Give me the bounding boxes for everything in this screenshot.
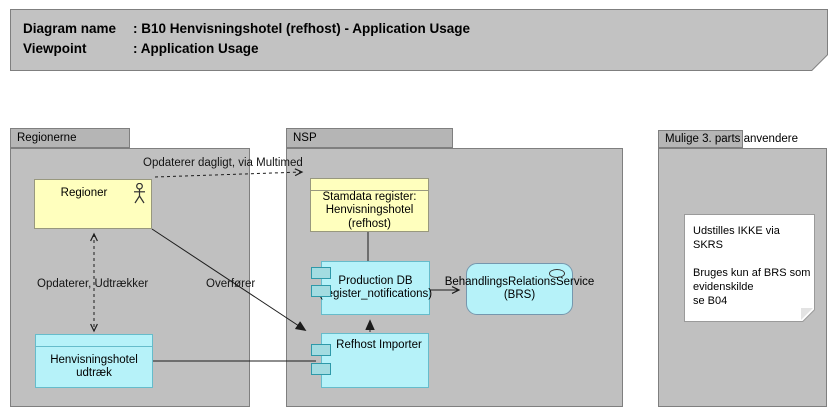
interface-icon <box>549 269 565 278</box>
title-row-diagram-name: Diagram name : B10 Henvisningshotel (ref… <box>23 19 827 39</box>
node-regioner[interactable]: Regioner <box>34 179 152 229</box>
node-stamdata-header-band <box>311 179 428 191</box>
group-label-third-party: Mulige 3. parts anvendere <box>665 133 798 145</box>
group-tab-nsp[interactable]: NSP <box>286 128 453 148</box>
note-line-1: Udstilles IKKE via SKRS <box>693 225 780 251</box>
component-icon <box>311 344 331 356</box>
node-udtraek-header-band <box>36 335 152 347</box>
note[interactable]: Udstilles IKKE via SKRS Bruges kun af BR… <box>684 214 815 322</box>
node-production-db-label: Production DB (register_notifications) <box>318 274 433 301</box>
title-value-viewpoint: : Application Usage <box>133 41 259 56</box>
title-value-diagram-name: : B10 Henvisningshotel (refhost) - Appli… <box>133 21 471 36</box>
node-stamdata-register[interactable]: Stamdata register: Henvisningshotel (ref… <box>310 178 429 232</box>
node-refhost-importer-label: Refhost Importer <box>336 339 422 351</box>
edge-label-transfer: Overfører <box>206 278 256 290</box>
group-tab-third-party[interactable]: Mulige 3. parts anvendere <box>658 130 798 148</box>
component-icon <box>311 363 331 375</box>
group-tab-regionerne[interactable]: Regionerne <box>10 128 130 148</box>
node-brs-label: BehandlingsRelationsService (BRS) <box>444 275 595 302</box>
title-row-viewpoint: Viewpoint : Application Usage <box>23 39 827 59</box>
note-line-2: Bruges kun af BRS som evidenskilde <box>693 267 811 293</box>
node-refhost-importer[interactable]: Refhost Importer <box>321 333 429 388</box>
edge-label-daily-update: Opdaterer dagligt, via Multimed <box>143 157 303 169</box>
note-line-3: se B04 <box>693 295 728 307</box>
node-udtraek-label: Henvisningshotel udtræk <box>50 353 138 380</box>
title-label-diagram-name: Diagram name <box>23 21 117 36</box>
component-icon <box>311 267 331 279</box>
node-stamdata-label: Stamdata register: Henvisningshotel (ref… <box>322 190 417 230</box>
diagram-title-box: Diagram name : B10 Henvisningshotel (ref… <box>10 9 828 71</box>
title-label-viewpoint: Viewpoint <box>23 41 87 56</box>
diagram-title-inner: Diagram name : B10 Henvisningshotel (ref… <box>11 10 827 70</box>
component-icon <box>311 285 331 297</box>
edge-label-update-extract: Opdaterer, Udtrækker <box>37 278 149 290</box>
node-regioner-label: Regioner <box>60 187 108 199</box>
node-production-db[interactable]: Production DB (register_notifications) <box>318 261 433 315</box>
note-body: Udstilles IKKE via SKRS Bruges kun af BR… <box>685 215 814 321</box>
actor-icon <box>134 183 145 204</box>
group-label-regionerne: Regionerne <box>17 132 77 144</box>
node-brs[interactable]: BehandlingsRelationsService (BRS) <box>444 263 595 315</box>
node-henvisningshotel-udtraek[interactable]: Henvisningshotel udtræk <box>35 334 153 388</box>
group-label-nsp: NSP <box>293 132 317 144</box>
